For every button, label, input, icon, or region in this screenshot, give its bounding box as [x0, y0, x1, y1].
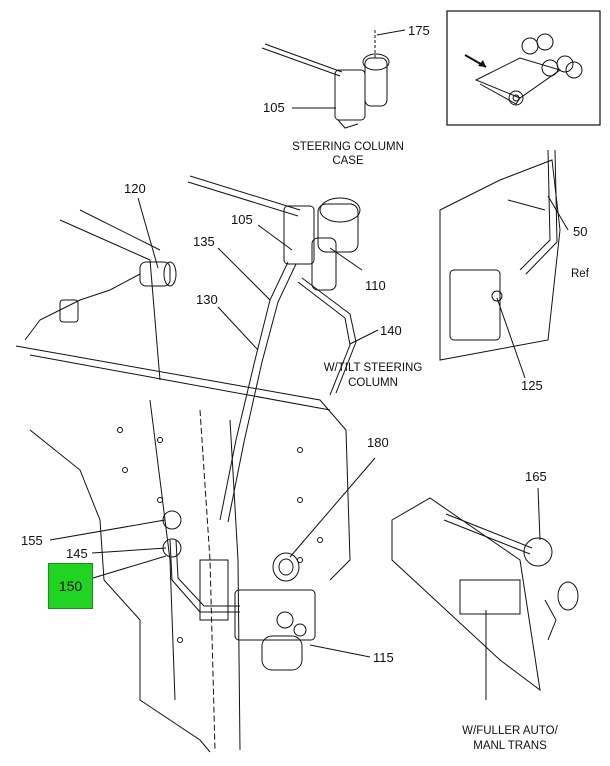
- callout-155: 155: [21, 533, 43, 548]
- callout-50-ref: Ref: [571, 268, 590, 280]
- valve-assembly-drawing: [162, 510, 316, 671]
- steering-column-case-drawing: [261, 30, 390, 129]
- leader-lines: [49, 29, 569, 658]
- callout-165: 165: [525, 469, 547, 484]
- caption-steering-case-2: CASE: [332, 155, 364, 167]
- gauge-drawing: [24, 261, 177, 341]
- steering-column-drawing: [187, 175, 361, 523]
- caption-tilt-1: W/TILT STEERING: [324, 362, 423, 374]
- callout-110: 110: [365, 278, 386, 293]
- callout-120: 120: [124, 181, 146, 196]
- callout-140: 140: [380, 323, 402, 338]
- callout-150-label: 150: [58, 578, 83, 594]
- callout-105-column: 105: [231, 212, 253, 227]
- callout-180: 180: [367, 435, 389, 450]
- callout-105-case: 105: [263, 100, 285, 115]
- shifter-detail-drawing: [391, 497, 579, 700]
- caption-fuller-2: MANL TRANS: [473, 740, 547, 752]
- callout-145: 145: [66, 546, 88, 561]
- caption-fuller-1: W/FULLER AUTO/: [462, 725, 558, 737]
- callout-130: 130: [196, 292, 218, 307]
- highlighted-callout-150[interactable]: 150: [48, 563, 93, 609]
- callout-125: 125: [521, 378, 543, 393]
- vehicle-locator-inset: [446, 10, 601, 126]
- column-detail-drawing: [439, 149, 561, 361]
- cab-panel-drawing: [15, 209, 351, 753]
- caption-tilt-2: COLUMN: [348, 377, 398, 389]
- caption-steering-case-1: STEERING COLUMN: [292, 141, 404, 153]
- callout-175: 175: [408, 23, 430, 38]
- callout-50: 50: [573, 224, 587, 239]
- callout-135: 135: [193, 234, 215, 249]
- callout-115: 115: [373, 650, 394, 665]
